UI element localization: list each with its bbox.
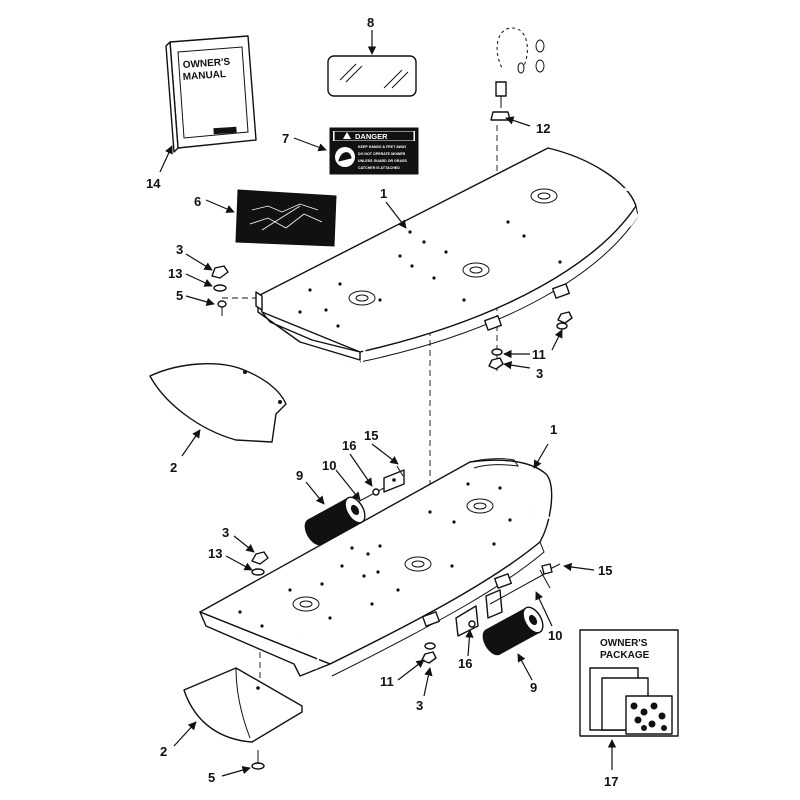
leader-lines	[159, 30, 617, 777]
danger-line1: KEEP HANDS & FEET AWAY	[358, 145, 407, 149]
upper-right-hardware	[488, 311, 573, 370]
manual-title-line2: MANUAL	[182, 69, 226, 83]
danger-line3: UNLESS GUARD OR GRASS	[358, 159, 408, 163]
leader-1-top	[385, 201, 407, 229]
leader-13a	[185, 273, 213, 287]
callout-14: 14	[146, 176, 161, 191]
leader-16a	[349, 453, 373, 487]
leader-15a	[371, 443, 399, 465]
leader-10b	[535, 591, 553, 627]
leader-16b	[465, 629, 474, 657]
callout-13a: 13	[168, 266, 182, 281]
leader-5a	[185, 295, 215, 306]
callout-11a: 11	[532, 347, 546, 362]
callout-15a: 15	[364, 428, 378, 443]
lower-roller-assembly	[455, 563, 561, 656]
hand-warning-icon	[338, 152, 352, 162]
leader-5b	[221, 766, 251, 777]
lower-center-hardware	[421, 642, 437, 664]
callout-1-bottom: 1	[550, 422, 557, 437]
callout-2-bottom: 2	[160, 744, 167, 759]
lower-mower-deck	[199, 458, 562, 677]
callout-5b: 5	[208, 770, 215, 785]
callout-9a: 9	[296, 468, 303, 483]
callout-3a: 3	[176, 242, 183, 257]
callout-10b: 10	[548, 628, 562, 643]
callout-17: 17	[604, 774, 618, 789]
callout-15b: 15	[598, 563, 612, 578]
callout-1-top: 1	[380, 186, 387, 201]
callout-16a: 16	[342, 438, 356, 453]
callout-3b: 3	[536, 366, 543, 381]
leader-1-bottom	[533, 443, 549, 469]
leader-9a	[305, 481, 325, 505]
lower-left-hardware	[251, 551, 269, 576]
black-decal	[235, 189, 337, 247]
leader-10a	[335, 469, 361, 501]
callout-16b: 16	[458, 656, 472, 671]
callout-11b: 11	[380, 674, 394, 689]
manual-title-line1: OWNER'S	[182, 57, 230, 71]
callout-7: 7	[282, 131, 289, 146]
package-title-line2: PACKAGE	[600, 650, 650, 661]
danger-header: DANGER	[355, 132, 388, 141]
danger-line2: DO NOT OPERATE MOWER	[358, 152, 406, 156]
callout-9b: 9	[530, 680, 537, 695]
leader-14	[159, 145, 173, 173]
leader-15b	[563, 562, 595, 572]
owners-manual-book: OWNER'S MANUAL	[165, 35, 257, 153]
callout-numbers: 14 8 7 6 12 1 3 13 5 11 3 2 1 15 16 10 9…	[146, 15, 618, 789]
callout-8: 8	[367, 15, 374, 30]
leader-3b	[503, 360, 531, 370]
leader-6	[205, 199, 235, 213]
callout-13b: 13	[208, 546, 222, 561]
upper-deflector-plate	[149, 363, 287, 443]
danger-line4: CATCHER IS ATTACHED	[358, 166, 400, 170]
leader-11b	[397, 659, 425, 681]
package-title-line1: OWNER'S	[600, 638, 648, 649]
callout-5a: 5	[176, 288, 183, 303]
upper-left-hardware	[211, 265, 229, 316]
leader-3a	[185, 253, 213, 271]
upper-roller-assembly	[304, 465, 405, 546]
leader-2-top	[181, 429, 201, 457]
leader-2-bottom	[173, 721, 197, 747]
callout-2-top: 2	[170, 460, 177, 475]
leader-11a-up	[551, 329, 563, 351]
leader-3d	[423, 667, 433, 697]
leader-3c	[233, 535, 255, 553]
lower-bolt	[251, 750, 265, 770]
callout-6: 6	[194, 194, 201, 209]
leader-9b	[517, 653, 533, 681]
owners-package: OWNER'S PACKAGE	[579, 629, 679, 737]
leader-12	[505, 116, 531, 127]
callout-10a: 10	[322, 458, 336, 473]
lower-deflector-plate	[183, 667, 303, 743]
callout-3d: 3	[416, 698, 423, 713]
callout-12: 12	[536, 121, 550, 136]
upper-mower-deck	[255, 147, 648, 372]
danger-decal: DANGER KEEP HANDS & FEET AWAY DO NOT OPE…	[329, 127, 419, 175]
chain-assembly	[490, 26, 545, 121]
callout-3c: 3	[222, 525, 229, 540]
leader-13b	[225, 555, 253, 571]
leader-7	[293, 137, 327, 152]
clear-decal	[327, 55, 417, 97]
